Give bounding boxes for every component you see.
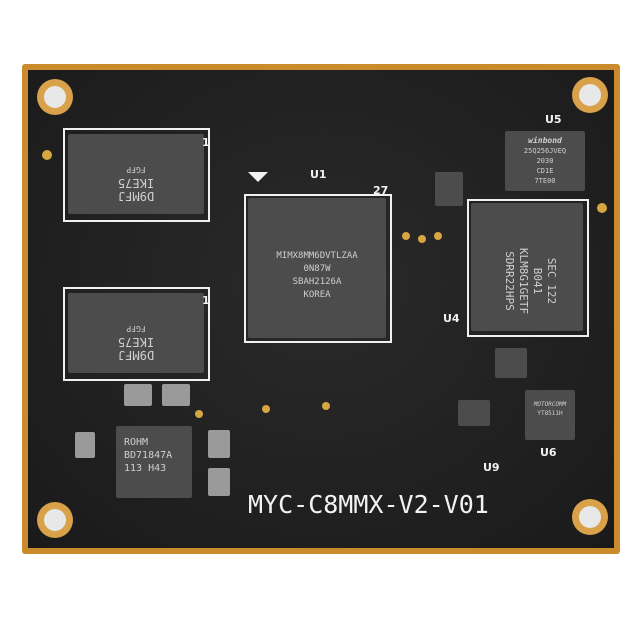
inductor xyxy=(162,384,190,406)
chip-marking: YT8511H xyxy=(537,410,563,417)
soc-chip: MIMX8MM6DVTLZAA 0N87W SBAH2126A KOREA xyxy=(248,198,386,338)
chip-marking: 0N87W xyxy=(303,264,331,274)
chip-marking: 2030 xyxy=(536,157,554,165)
emmc-chip: SEC 122 B041 KLM8G1GETF SDRR22HPS xyxy=(471,203,583,331)
chip-marking: KLM8G1GETF xyxy=(517,247,530,315)
test-pad xyxy=(418,235,426,243)
chip-marking: CD1E xyxy=(536,167,554,175)
emmc-outline xyxy=(467,199,589,337)
inductor xyxy=(208,430,230,458)
flash-chip: winbond 25Q256JVEQ 2030 CD1E 7TE00 xyxy=(505,131,585,191)
u5-label: U5 xyxy=(545,113,562,126)
test-pad xyxy=(434,232,442,240)
mounting-hole xyxy=(572,499,608,535)
test-pad xyxy=(322,402,330,410)
soc-outline xyxy=(244,194,392,343)
pin-27-label: 27 xyxy=(373,184,389,197)
chip-marking: FGFP xyxy=(126,324,146,333)
board-model-silkscreen: MYC-C8MMX-V2-V01 xyxy=(248,490,489,519)
u9-label: U9 xyxy=(483,461,500,474)
test-pad xyxy=(262,405,270,413)
pin1-label: 1 xyxy=(202,136,210,149)
ethernet-phy-chip: MOTORCOMM YT8511H xyxy=(525,390,575,440)
chip-marking: winbond xyxy=(528,136,562,145)
chip-marking: MIMX8MM6DVTLZAA xyxy=(276,251,358,261)
chip-marking: BD71847A xyxy=(124,450,173,461)
chip-marking: 7TE00 xyxy=(534,177,556,185)
test-pad xyxy=(195,410,203,418)
small-chip xyxy=(435,172,463,206)
pin1-triangle-marker xyxy=(248,172,268,182)
inductor xyxy=(208,468,230,496)
crystal xyxy=(458,400,490,426)
emmc-markings: SEC 122 B041 KLM8G1GETF SDRR22HPS xyxy=(502,206,558,356)
chip-marking: SDRR22HPS xyxy=(503,251,516,311)
dram-outline xyxy=(63,287,210,381)
pin1-label: 1 xyxy=(202,294,210,307)
chip-marking: D9MFJ xyxy=(117,189,155,203)
dram-chip-2: D9MFJ IKE75 FGFP xyxy=(68,293,204,373)
u4-label: U4 xyxy=(443,312,460,325)
mounting-hole xyxy=(37,502,73,538)
u1-label: U1 xyxy=(310,168,327,181)
mounting-hole xyxy=(37,79,73,115)
test-pad xyxy=(42,150,52,160)
chip-marking: 25Q256JVEQ xyxy=(523,147,567,155)
chip-marking: ROHM xyxy=(124,437,149,448)
chip-marking: FGFP xyxy=(126,165,146,174)
chip-marking: B041 xyxy=(531,267,544,295)
dram-chip-1: D9MFJ IKE75 FGFP xyxy=(68,134,204,214)
chip-marking: KOREA xyxy=(303,290,331,300)
chip-marking: D9MFJ xyxy=(117,348,155,362)
chip-marking: SEC 122 xyxy=(545,257,558,305)
test-pad xyxy=(597,203,607,213)
pmic-chip: ROHM BD71847A 113 H43 xyxy=(116,426,192,498)
chip-marking: 113 H43 xyxy=(124,463,167,474)
inductor xyxy=(124,384,152,406)
inductor xyxy=(75,432,95,458)
chip-marking: IKE75 xyxy=(117,176,155,190)
dram-outline xyxy=(63,128,210,222)
small-chip xyxy=(495,348,527,378)
mounting-hole xyxy=(572,77,608,113)
chip-marking: SBAH2126A xyxy=(292,277,342,287)
chip-marking: MOTORCOMM xyxy=(533,401,567,408)
u6-label: U6 xyxy=(540,446,557,459)
test-pad xyxy=(402,232,410,240)
chip-marking: IKE75 xyxy=(117,335,155,349)
